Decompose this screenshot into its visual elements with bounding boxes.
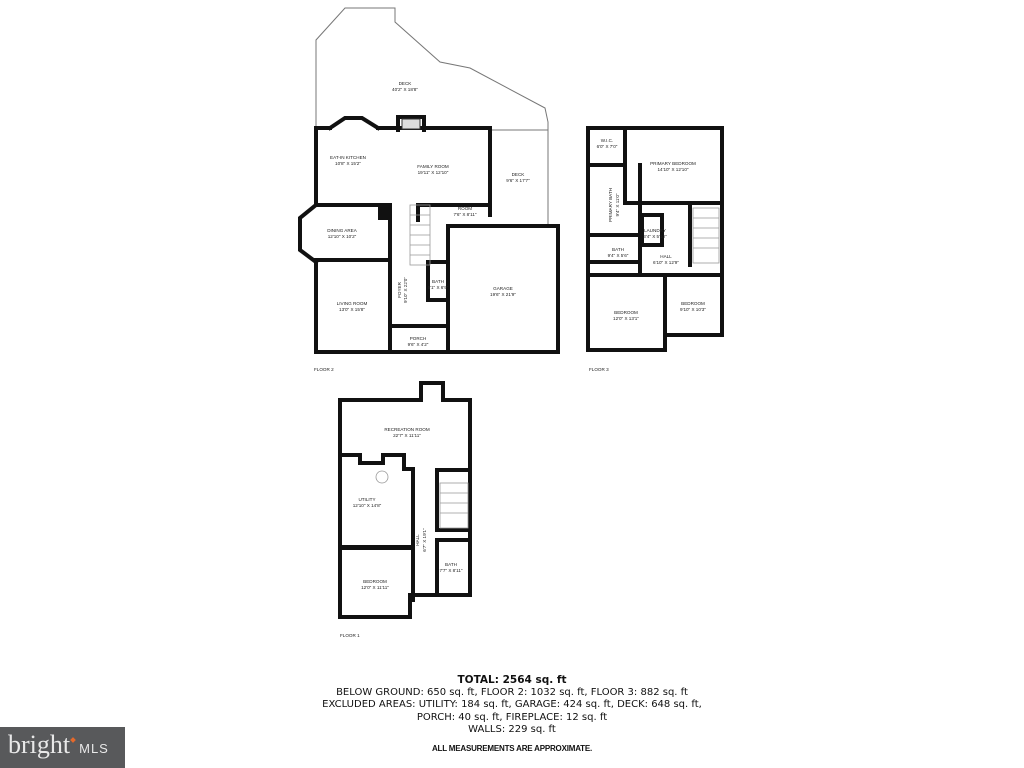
room-dims: 6'10" X 12'9" bbox=[653, 260, 679, 265]
room-dims: 7'6" X 8'11" bbox=[453, 212, 476, 217]
room-name: DINING AREA bbox=[327, 228, 358, 233]
room-name: FOYER bbox=[397, 281, 402, 298]
disclaimer: ALL MEASUREMENTS ARE APPROXIMATE. bbox=[431, 743, 593, 753]
floor-label: FLOOR 3 bbox=[589, 367, 609, 372]
stairs-icon bbox=[409, 204, 431, 266]
room-dims: 7'7" X 8'11" bbox=[439, 568, 462, 573]
room-name: UTILITY bbox=[358, 497, 375, 502]
room-name: BATH bbox=[432, 279, 444, 284]
room-name: HALL bbox=[415, 534, 420, 546]
room-dims: 9'4" X 11'0" bbox=[615, 193, 620, 216]
floor-3-plan: W.I.C. 6'0" X 7'0" PRIMARY BEDROOM 14'10… bbox=[586, 126, 724, 372]
room-dims: 19'11" X 12'10" bbox=[418, 170, 449, 175]
total-area: TOTAL: 2564 sq. ft bbox=[457, 674, 567, 686]
room-dims: 12'0" X 11'11" bbox=[361, 585, 389, 590]
deck-outline bbox=[315, 7, 549, 226]
floor-label: FLOOR 2 bbox=[314, 367, 334, 372]
logo-suffix: MLS bbox=[79, 741, 109, 756]
floor-3-walls bbox=[586, 126, 724, 352]
room-name: PRIMARY BEDROOM bbox=[650, 161, 696, 166]
room-name: PRIMARY BATH bbox=[608, 188, 613, 222]
room-name: GARAGE bbox=[493, 286, 513, 291]
room-name: EAT-IN KITCHEN bbox=[330, 155, 366, 160]
floor-1-walls bbox=[338, 381, 472, 619]
room-name: BEDROOM bbox=[614, 310, 638, 315]
room-name: LIVING ROOM bbox=[337, 301, 368, 306]
floor-2-walls bbox=[298, 115, 560, 354]
room-name: DECK bbox=[512, 172, 526, 177]
floor-2-plan: DECK 40'2" X 18'8" EAT-IN KITCHEN 10'8" … bbox=[298, 7, 560, 372]
room-dims: 12'0" X 13'1" bbox=[613, 316, 639, 321]
room-dims: 14'10" X 12'10" bbox=[657, 167, 688, 172]
room-name: FAMILY ROOM bbox=[417, 164, 449, 169]
room-dims: 19'6" X 21'9" bbox=[490, 292, 516, 297]
stairs-icon bbox=[692, 207, 720, 264]
room-dims: 9'6" X 17'7" bbox=[506, 178, 530, 183]
room-dims: 9'10" X 10'3" bbox=[680, 307, 706, 312]
room-name: BEDROOM bbox=[363, 579, 387, 584]
room-dims: 22'7" X 11'11" bbox=[393, 433, 421, 438]
room-name: HALL bbox=[660, 254, 672, 259]
room-dims: 6'7" X 19'1" bbox=[422, 528, 427, 552]
bright-mls-logo: bright MLS bbox=[0, 727, 125, 768]
room-dims: 13'0" X 15'8" bbox=[339, 307, 365, 312]
room-dims: 5'1" X 6'9" bbox=[428, 285, 449, 290]
room-dims: 12'10" X 14'8" bbox=[353, 503, 382, 508]
area-line: WALLS: 229 sq. ft bbox=[468, 724, 556, 735]
room-name: DECK bbox=[399, 81, 413, 86]
logo-accent bbox=[70, 737, 76, 743]
room-name: BEDROOM bbox=[681, 301, 705, 306]
room-dims: 9'4" X 5'6" bbox=[608, 253, 629, 258]
room-name: W.I.C. bbox=[601, 138, 614, 143]
room-dims: 12'10" X 10'2" bbox=[328, 234, 357, 239]
floor-1-plan: RECREATION ROOM 22'7" X 11'11" UTILITY 1… bbox=[338, 381, 472, 638]
area-summary: TOTAL: 2564 sq. ft BELOW GROUND: 650 sq.… bbox=[0, 674, 1024, 755]
room-dims: 10'8" X 15'2" bbox=[335, 161, 361, 166]
logo-brand: bright bbox=[8, 730, 71, 759]
area-line: BELOW GROUND: 650 sq. ft, FLOOR 2: 1032 … bbox=[336, 686, 688, 698]
room-name: LAUNDRY bbox=[644, 228, 666, 233]
area-line: EXCLUDED AREAS: UTILITY: 184 sq. ft, GAR… bbox=[322, 699, 702, 710]
area-line: PORCH: 40 sq. ft, FIREPLACE: 12 sq. ft bbox=[416, 711, 608, 723]
room-dims: 3'4" X 5'10" bbox=[643, 234, 667, 239]
room-dims: 9'10" X 22'0" bbox=[403, 277, 408, 303]
room-name: BATH bbox=[612, 247, 624, 252]
room-name: RECREATION ROOM bbox=[384, 427, 430, 432]
room-name: ROOM bbox=[458, 206, 472, 211]
room-name: PORCH bbox=[410, 336, 427, 341]
room-dims: 6'0" X 7'0" bbox=[597, 144, 618, 149]
room-dims: 40'2" X 18'8" bbox=[392, 87, 418, 92]
room-name: BATH bbox=[445, 562, 457, 567]
water-heater-icon bbox=[375, 470, 389, 484]
chimney-block bbox=[378, 205, 388, 220]
stairs-icon bbox=[439, 482, 469, 529]
floor-label: FLOOR 1 bbox=[340, 633, 360, 638]
fireplace-icon bbox=[401, 118, 421, 130]
room-dims: 9'6" X 4'2" bbox=[408, 342, 429, 347]
